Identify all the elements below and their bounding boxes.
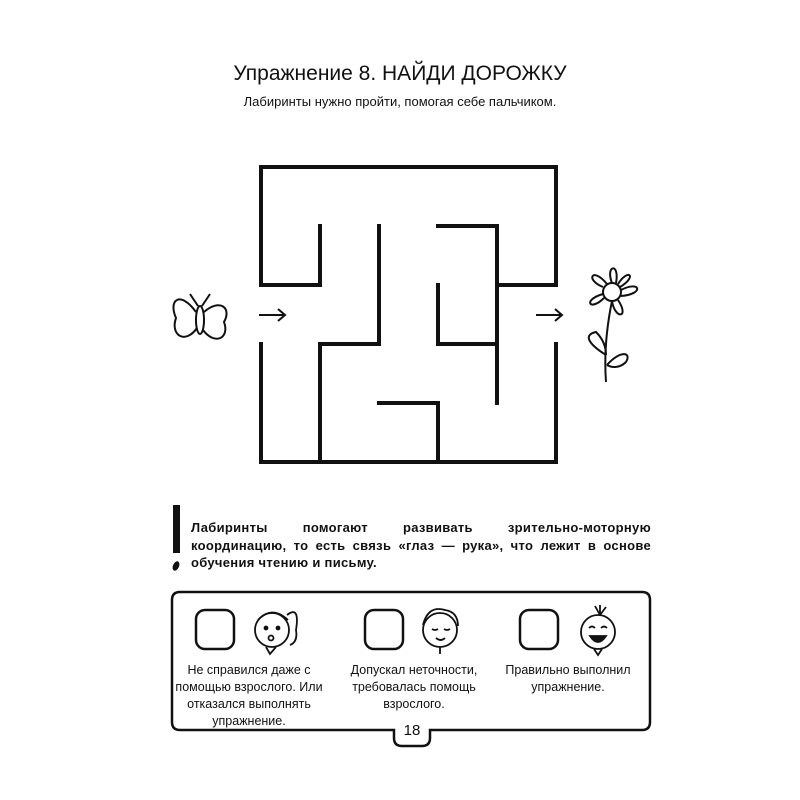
calm-boy-face-icon <box>422 608 459 654</box>
flower-icon <box>587 267 639 383</box>
parent-note: Лабиринты помогают развивать зрительно-м… <box>191 520 651 570</box>
instructions: Лабиринты нужно пройти, помогая себе пал… <box>243 94 557 109</box>
checkbox-correct[interactable] <box>518 608 560 651</box>
maze[interactable] <box>259 165 558 464</box>
caption-with-help: Допускал неточности, требовалась помощь … <box>350 663 478 711</box>
smiling-girl-face-icon <box>580 605 616 657</box>
start-arrow-icon <box>259 308 287 322</box>
caption-correct: Правильно выполнил упражнение. <box>505 663 631 694</box>
page-number: 18 <box>403 722 421 739</box>
checkbox-with-help[interactable] <box>363 608 405 651</box>
caption-not-done: Не справился даже с помощью взрослого. И… <box>175 663 323 728</box>
checkbox-not-done[interactable] <box>194 608 236 651</box>
assessment-frame <box>170 590 652 748</box>
surprised-girl-face-icon <box>254 611 298 656</box>
exclamation-icon <box>172 505 180 571</box>
page-title: Упражнение 8. НАЙДИ ДОРОЖКУ <box>233 62 567 85</box>
butterfly-icon <box>172 293 228 340</box>
finish-arrow-icon <box>536 308 564 322</box>
